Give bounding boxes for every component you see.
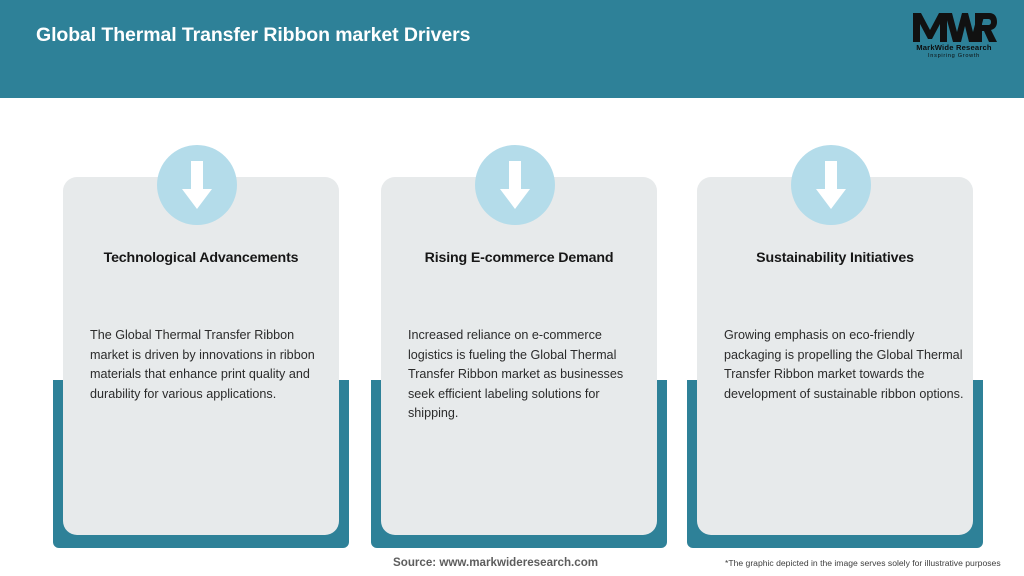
driver-card: Technological Advancements The Global Th… (38, 98, 356, 550)
card-title: Sustainability Initiatives (756, 250, 914, 266)
card-title: Rising E-commerce Demand (424, 250, 614, 266)
card-panel (381, 177, 657, 535)
mwr-logo-icon (913, 13, 997, 42)
down-arrow-icon (475, 145, 555, 225)
card-body-text: Increased reliance on e-commerce logisti… (408, 328, 624, 421)
card-body-text: Growing emphasis on eco-friendly packagi… (724, 328, 964, 401)
card-panel (697, 177, 973, 535)
drivers-card-group: Technological Advancements The Global Th… (0, 98, 1024, 576)
down-arrow-icon (157, 145, 237, 225)
driver-card: Sustainability Initiatives Growing empha… (672, 98, 990, 550)
driver-card: Rising E-commerce Demand Increased relia… (356, 98, 674, 550)
page-title: Global Thermal Transfer Ribbon market Dr… (36, 24, 471, 46)
logo-company-name: MarkWide Research (916, 43, 992, 52)
card-title: Technological Advancements (103, 250, 299, 266)
source-label: Source: www.markwideresearch.com (393, 556, 599, 569)
down-arrow-icon (791, 145, 871, 225)
brand-logo: MarkWide Research Inspiring Growth (906, 10, 1002, 68)
disclaimer-note: *The graphic depicted in the image serve… (725, 558, 1001, 568)
card-body-text: The Global Thermal Transfer Ribbon marke… (90, 328, 315, 401)
card-panel (63, 177, 339, 535)
logo-tagline: Inspiring Growth (928, 53, 980, 59)
header-band: Global Thermal Transfer Ribbon market Dr… (0, 0, 1024, 98)
